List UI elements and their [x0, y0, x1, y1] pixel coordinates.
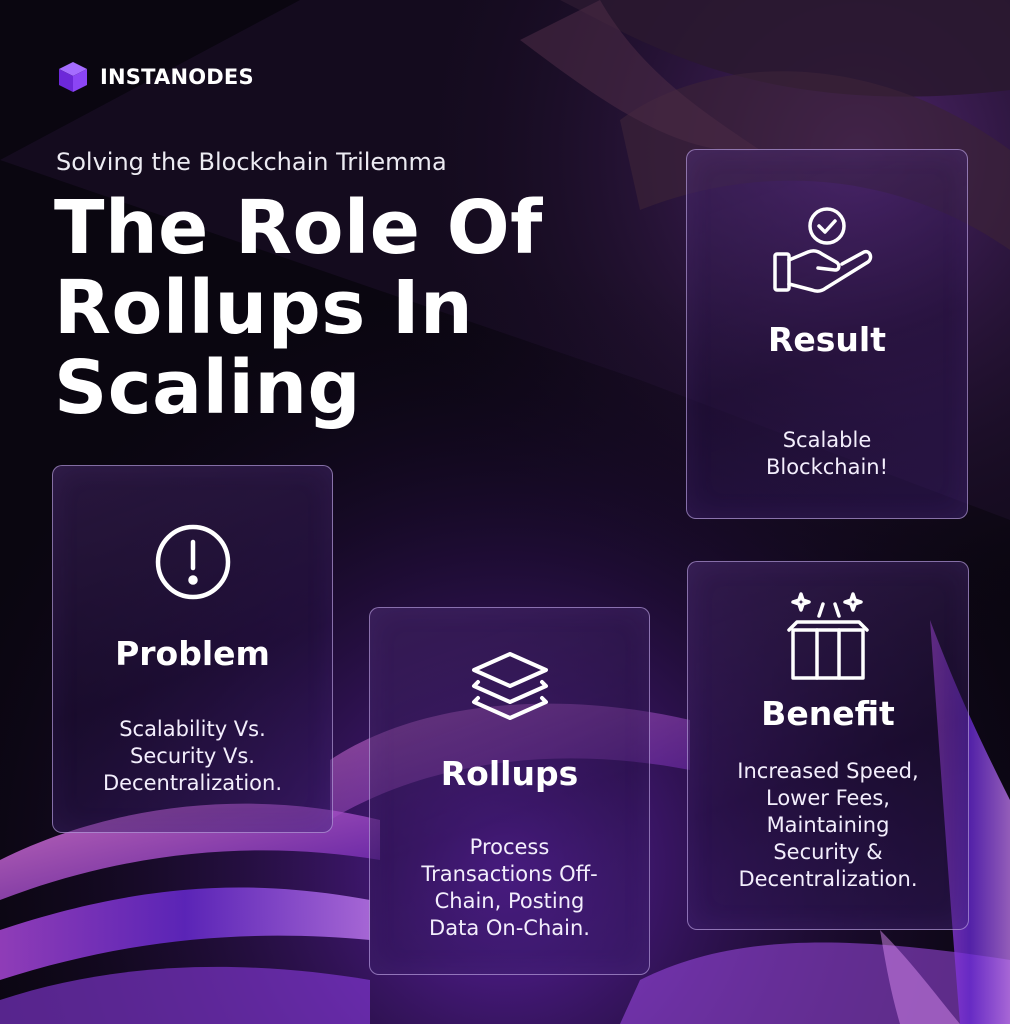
- page-subtitle: Solving the Blockchain Trilemma: [56, 148, 447, 176]
- brand-name: INSTANODES: [100, 65, 254, 89]
- result-title: Result: [767, 320, 886, 359]
- exclamation-circle-icon: [153, 522, 233, 602]
- layers-icon: [468, 650, 552, 726]
- brand-logo: INSTANODES: [56, 60, 254, 94]
- rollups-card: Rollups Process Transactions Off- Chain,…: [369, 607, 650, 975]
- result-card: Result Scalable Blockchain!: [686, 149, 968, 519]
- problem-text: Scalability Vs. Security Vs. Decentraliz…: [102, 717, 283, 795]
- rollups-title: Rollups: [440, 754, 579, 793]
- cube-logo-icon: [59, 62, 87, 92]
- problem-title: Problem: [115, 634, 270, 673]
- benefit-card: Benefit Increased Speed, Lower Fees, Mai…: [687, 561, 969, 930]
- hand-check-icon: [772, 204, 882, 296]
- problem-card: Problem Scalability Vs. Security Vs. Dec…: [52, 465, 333, 833]
- page-title: The Role Of Rollups In Scaling: [54, 185, 543, 431]
- rollups-text: Process Transactions Off- Chain, Posting…: [421, 835, 598, 940]
- benefit-title: Benefit: [761, 694, 895, 733]
- result-text: Scalable Blockchain!: [765, 428, 889, 479]
- gift-box-icon: [783, 590, 873, 682]
- benefit-text: Increased Speed, Lower Fees, Maintaining…: [737, 759, 919, 891]
